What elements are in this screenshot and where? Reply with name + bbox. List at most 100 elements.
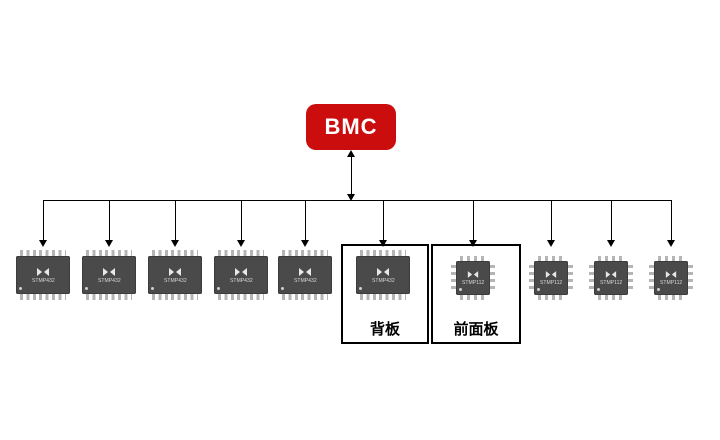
- chip-body: STMP432: [214, 256, 268, 294]
- bus-drop-line: [43, 200, 44, 241]
- chip-1: STMP432: [16, 250, 70, 300]
- bmc-node: BMC: [306, 104, 396, 150]
- chip-pins: [451, 265, 456, 291]
- pin1-marker: [19, 287, 22, 290]
- pin1-marker: [281, 287, 284, 290]
- chip-pins: [282, 250, 328, 256]
- bus-drop-line: [109, 200, 110, 241]
- chip-pins: [86, 294, 132, 300]
- chip-logo-icon: [467, 271, 479, 278]
- chip-pins: [598, 295, 624, 300]
- chip-pins: [460, 256, 486, 261]
- chip-pins: [152, 250, 198, 256]
- chip-pins: [86, 250, 132, 256]
- chip-pins: [529, 265, 534, 291]
- chip-pins: [628, 265, 633, 291]
- chip-pins: [218, 250, 264, 256]
- chip-part-number: STMP112: [461, 280, 485, 286]
- chip-logo-icon: [37, 267, 49, 276]
- pin1-marker: [151, 287, 154, 290]
- arrowhead-down-icon: [667, 240, 675, 247]
- chip-5: STMP432: [278, 250, 332, 300]
- chip-part-number: STMP112: [599, 280, 623, 286]
- bus-drop-line: [671, 200, 672, 241]
- chip-pins: [568, 265, 573, 291]
- pin1-marker: [85, 287, 88, 290]
- backplane-group-box: 背板: [341, 244, 429, 344]
- chip-body: STMP112: [534, 261, 568, 295]
- bus-drop-line: [551, 200, 552, 241]
- chip-pins: [360, 294, 406, 300]
- chip-pins: [218, 294, 264, 300]
- chip-part-number: STMP112: [539, 280, 563, 286]
- arrowhead-down-icon: [301, 240, 309, 247]
- arrowhead-down-icon: [105, 240, 113, 247]
- arrowhead-down-icon: [39, 240, 47, 247]
- arrowhead-down-icon: [171, 240, 179, 247]
- pin1-marker: [217, 287, 220, 290]
- chip-9: STMP112: [589, 256, 633, 300]
- bus-drop-line: [305, 200, 306, 241]
- chip-body: STMP112: [594, 261, 628, 295]
- chip-7-front-panel: STMP112: [451, 256, 495, 300]
- chip-body: STMP112: [654, 261, 688, 295]
- chip-8: STMP112: [529, 256, 573, 300]
- chip-pins: [460, 295, 486, 300]
- chip-pins: [688, 265, 693, 291]
- chip-body: STMP112: [456, 261, 490, 295]
- chip-10: STMP112: [649, 256, 693, 300]
- bus-drop-line: [473, 200, 474, 241]
- chip-logo-icon: [545, 271, 557, 278]
- front-panel-label: 前面板: [453, 321, 499, 338]
- chip-pins: [490, 265, 495, 291]
- chip-pins: [20, 294, 66, 300]
- chip-2: STMP432: [82, 250, 136, 300]
- chip-pins: [598, 256, 624, 261]
- bus-drop-line: [611, 200, 612, 241]
- pin1-marker: [537, 288, 540, 291]
- pin1-marker: [597, 288, 600, 291]
- bus-line: [43, 200, 671, 201]
- chip-body: STMP432: [82, 256, 136, 294]
- chip-pins: [20, 250, 66, 256]
- chip-pins: [589, 265, 594, 291]
- chip-body: STMP432: [148, 256, 202, 294]
- chip-4: STMP432: [214, 250, 268, 300]
- chip-part-number: STMP432: [163, 277, 187, 284]
- chip-pins: [360, 250, 406, 256]
- chip-pins: [152, 294, 198, 300]
- bmc-bus-connector-line: [351, 155, 352, 197]
- chip-6-backplane: STMP432: [356, 250, 410, 300]
- chip-pins: [538, 256, 564, 261]
- chip-logo-icon: [605, 271, 617, 278]
- front-panel-group-box: 前面板: [431, 244, 521, 344]
- chip-part-number: STMP432: [97, 277, 121, 284]
- chip-part-number: STMP432: [293, 277, 317, 284]
- arrowhead-down-icon: [347, 194, 355, 201]
- chip-body: STMP432: [16, 256, 70, 294]
- chip-logo-icon: [665, 271, 677, 278]
- chip-body: STMP432: [356, 256, 410, 294]
- bus-drop-line: [241, 200, 242, 241]
- chip-pins: [649, 265, 654, 291]
- chip-pins: [658, 295, 684, 300]
- chip-logo-icon: [377, 267, 389, 276]
- chip-part-number: STMP112: [659, 280, 683, 286]
- arrowhead-up-icon: [347, 150, 355, 157]
- chip-body: STMP432: [278, 256, 332, 294]
- chip-logo-icon: [103, 267, 115, 276]
- arrowhead-down-icon: [607, 240, 615, 247]
- chip-part-number: STMP432: [31, 277, 55, 284]
- chip-pins: [282, 294, 328, 300]
- pin1-marker: [657, 288, 660, 291]
- chip-part-number: STMP432: [229, 277, 253, 284]
- arrowhead-down-icon: [469, 240, 477, 247]
- bus-drop-line: [175, 200, 176, 241]
- chip-logo-icon: [299, 267, 311, 276]
- arrowhead-down-icon: [547, 240, 555, 247]
- chip-pins: [658, 256, 684, 261]
- arrowhead-down-icon: [237, 240, 245, 247]
- arrowhead-down-icon: [379, 240, 387, 247]
- chip-logo-icon: [235, 267, 247, 276]
